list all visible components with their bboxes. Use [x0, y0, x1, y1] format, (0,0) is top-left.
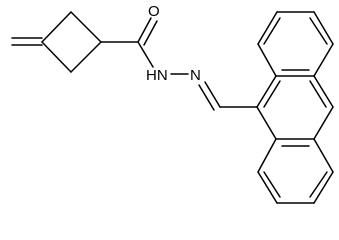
oxygen-label: O — [148, 3, 160, 20]
carbonyl-nh-bond — [137, 41, 154, 68]
anthracene-rings — [256, 11, 334, 204]
imine-nitrogen-label: N — [190, 67, 201, 84]
carbonyl-double-bond — [137, 17, 158, 46]
imine-double-bond — [198, 81, 221, 111]
methylene-double-bond — [11, 37, 43, 46]
molecule-diagram: O HN N — [11, 3, 334, 204]
cyclobutane-ring — [41, 11, 102, 73]
amide-nitrogen-label: HN — [146, 67, 168, 84]
